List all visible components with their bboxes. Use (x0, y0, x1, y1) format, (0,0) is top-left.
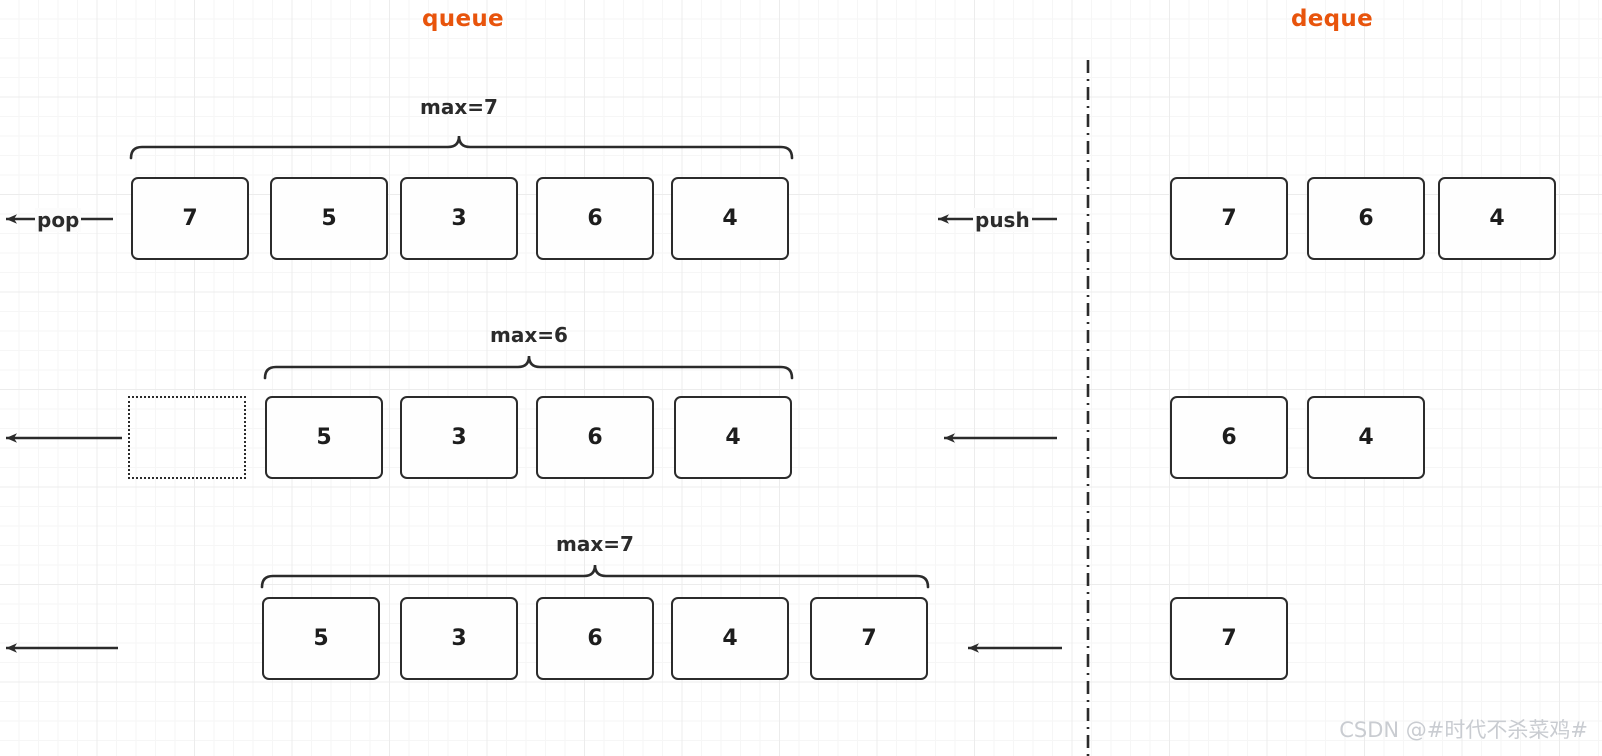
queue-cell[interactable]: 5 (270, 177, 388, 260)
queue-cell[interactable]: 3 (400, 597, 518, 680)
queue-cell[interactable]: 3 (400, 396, 518, 479)
queue-cell[interactable]: 6 (536, 177, 654, 260)
deque-cell[interactable]: 6 (1170, 396, 1288, 479)
arrow-label-pop: pop (35, 208, 82, 232)
queue-cell[interactable]: 7 (131, 177, 249, 260)
page-title-deque: deque (1291, 6, 1373, 32)
brace-label-row-2: max=6 (490, 323, 568, 347)
queue-cell-empty (128, 396, 246, 479)
page-title-queue: queue (422, 6, 504, 32)
queue-cell[interactable]: 4 (674, 396, 792, 479)
queue-cell[interactable]: 4 (671, 597, 789, 680)
deque-cell[interactable]: 4 (1438, 177, 1556, 260)
queue-cell[interactable]: 7 (810, 597, 928, 680)
deque-cell[interactable]: 4 (1307, 396, 1425, 479)
brace-label-row-3: max=7 (556, 532, 634, 556)
queue-cell[interactable]: 5 (262, 597, 380, 680)
brace-label-row-1: max=7 (420, 95, 498, 119)
queue-cell[interactable]: 4 (671, 177, 789, 260)
queue-cell[interactable]: 3 (400, 177, 518, 260)
watermark: CSDN @#时代不杀菜鸡# (1339, 718, 1588, 742)
deque-cell[interactable]: 7 (1170, 597, 1288, 680)
deque-cell[interactable]: 6 (1307, 177, 1425, 260)
brace-row-3 (260, 564, 930, 589)
deque-cell[interactable]: 7 (1170, 177, 1288, 260)
brace-row-1 (129, 135, 794, 160)
queue-cell[interactable]: 5 (265, 396, 383, 479)
arrow-label-push: push (973, 208, 1032, 232)
brace-row-2 (263, 355, 794, 380)
queue-cell[interactable]: 6 (536, 597, 654, 680)
queue-cell[interactable]: 6 (536, 396, 654, 479)
